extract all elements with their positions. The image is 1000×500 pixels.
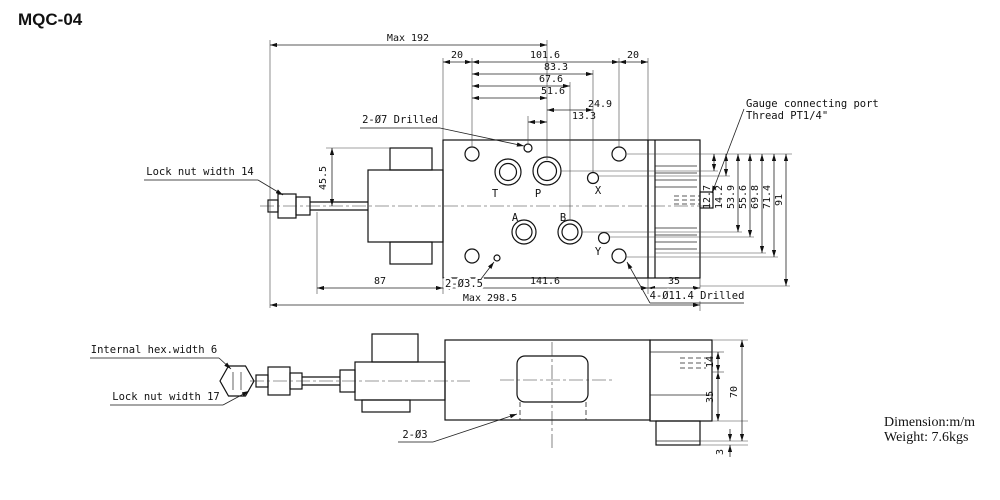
dim-141-6: 141.6 (530, 276, 560, 287)
callout-gauge-port-line1: Gauge connecting port (746, 98, 879, 110)
dim-3-side: 3 (715, 449, 726, 455)
weight-note: Weight: 7.6kgs (884, 430, 968, 445)
dim-51-6: 51.6 (541, 86, 565, 97)
dim-24-9: 24.9 (588, 99, 612, 110)
top-view-callouts: Lock nut width 14 2-Ø7 Drilled Gauge con… (144, 98, 879, 305)
port-label-a: A (512, 212, 519, 224)
page-title: MQC-04 (18, 10, 83, 29)
dim-67-6: 67.6 (539, 74, 563, 85)
side-view-callouts: Internal hex.width 6 Lock nut width 17 2… (90, 344, 518, 443)
dim-53-9: 53.9 (726, 185, 737, 209)
side-view-dimension-lines (715, 340, 745, 457)
callout-drilled-7: 2-Ø7 Drilled (362, 114, 438, 126)
dim-20-right: 20 (627, 50, 639, 61)
dim-12-7: 12.7 (702, 185, 713, 209)
top-view-valve-body (267, 139, 714, 279)
port-label-y: Y (595, 246, 602, 258)
top-view-ports (464, 143, 627, 264)
side-view-body (219, 333, 713, 446)
dim-20-left: 20 (451, 50, 463, 61)
side-view-details (232, 342, 712, 450)
dim-69-8: 69.8 (750, 185, 761, 209)
dim-91: 91 (774, 194, 785, 206)
top-view-extension-lines (269, 40, 792, 311)
dim-max-298-5: Max 298.5 (463, 293, 517, 304)
callout-internal-hex-6: Internal hex.width 6 (91, 344, 217, 356)
callout-drilled-11-4: 4-Ø11.4 Drilled (650, 290, 745, 302)
callout-gauge-port-line2: Thread PT1/4" (746, 110, 828, 122)
dim-55-6: 55.6 (738, 185, 749, 209)
dim-87: 87 (374, 276, 386, 287)
top-view-surface-grooves (655, 165, 700, 250)
footer-notes: Dimension:m/m Weight: 7.6kgs (884, 415, 975, 445)
dim-35-side: 35 (705, 391, 716, 403)
port-label-x: X (595, 185, 602, 197)
dimension-note: Dimension:m/m (884, 415, 975, 430)
dim-max-192: Max 192 (387, 33, 429, 44)
top-view-dimension-lines (270, 42, 789, 308)
side-view-dimension-labels: 14 35 70 3 (705, 356, 740, 455)
dim-14-2: 14.2 (714, 185, 725, 209)
top-view: T P A B X Y (144, 33, 879, 311)
port-labels: T P A B X Y (492, 185, 602, 258)
dim-71-4: 71.4 (762, 185, 773, 209)
callout-drilled-3-5: 2-Ø3.5 (445, 278, 483, 290)
callout-lock-nut-17: Lock nut width 17 (112, 391, 219, 403)
dim-13-3: 13.3 (572, 111, 596, 122)
dim-45-5: 45.5 (318, 166, 329, 190)
dim-14-side: 14 (705, 356, 716, 368)
callout-lock-nut-14: Lock nut width 14 (146, 166, 253, 178)
dim-70-side: 70 (729, 386, 740, 398)
port-label-p: P (535, 188, 541, 200)
port-label-b: B (560, 212, 566, 224)
callout-drilled-3: 2-Ø3 (402, 429, 427, 441)
dim-101-6: 101.6 (530, 50, 560, 61)
top-view-dimension-labels: Max 192 20 101.6 20 83.3 67.6 51.6 24.9 … (318, 33, 785, 304)
side-view: 14 35 70 3 Internal hex.width 6 Lock nut… (90, 333, 748, 457)
dim-35-top-view: 35 (668, 276, 680, 287)
dim-83-3: 83.3 (544, 62, 568, 73)
port-label-t: T (492, 188, 499, 200)
